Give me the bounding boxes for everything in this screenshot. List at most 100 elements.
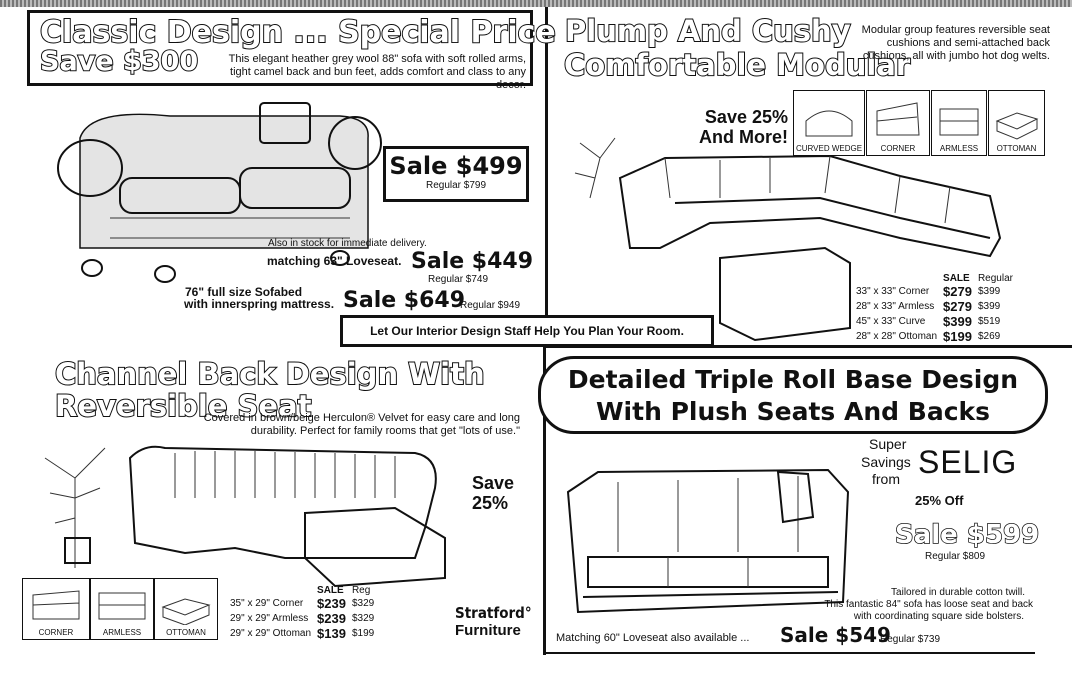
table-row: 29" x 29" Armless $239 $329	[227, 611, 377, 626]
triple-loveseat-sale: Sale $549	[780, 623, 891, 647]
plump-piece-ottoman: OTTOMAN	[988, 90, 1045, 156]
plump-item: 28" x 28" Ottoman	[856, 331, 938, 342]
plump-item: 33" x 33" Corner	[856, 286, 930, 297]
channel-piece-label: ARMLESS	[102, 628, 142, 637]
channel-piece-label: OTTOMAN	[166, 628, 206, 637]
channel-brand-2: Furniture	[455, 622, 521, 639]
plump-regular: $399	[977, 286, 1001, 297]
table-row: 28" x 33" Armless $279 $399	[853, 299, 1016, 314]
triple-description-2: This fantastic 84" sofa has loose seat a…	[824, 599, 1033, 610]
channel-save-1: Save	[472, 473, 515, 493]
classic-sofabed-label-1: 76" full size Sofabed	[185, 285, 303, 299]
channel-headline-2: Reversible Seat	[54, 388, 313, 424]
classic-sofabed-label-2: with innerspring mattress.	[184, 297, 335, 311]
channel-sale: $239	[317, 596, 346, 611]
channel-regular: $199	[351, 628, 375, 639]
table-row: 45" x 33" Curve $399 $519	[853, 314, 1016, 329]
classic-save-amount: Save $300	[39, 45, 199, 78]
channel-piece-ottoman: OTTOMAN	[154, 578, 218, 640]
plump-sale: $279	[943, 284, 972, 299]
table-row: 28" x 28" Ottoman $199 $269	[853, 329, 1016, 344]
plump-sale: $199	[943, 329, 972, 344]
plump-piece-corner: CORNER	[866, 90, 930, 156]
channel-sale-header: SALE	[317, 585, 344, 596]
triple-loveseat-regular: Regular $739	[880, 634, 941, 645]
section-divider	[545, 345, 1072, 348]
classic-loveseat-regular: Regular $749	[428, 274, 489, 285]
classic-sofabed-sale: Sale $649	[343, 288, 466, 313]
triple-headline-box: Detailed Triple Roll Base Design With Pl…	[538, 356, 1048, 434]
plump-headline-2: Comfortable Modular	[563, 47, 911, 83]
classic-stock-note: Also in stock for immediate delivery.	[268, 238, 427, 249]
plump-pieces: CURVED WEDGE CORNER ARMLESS OTTOMAN	[793, 90, 1045, 158]
triple-description-1: Tailored in durable cotton twill.	[891, 587, 1025, 598]
plump-item: 45" x 33" Curve	[856, 316, 926, 327]
channel-price-table: SALE Reg 35" x 29" Corner $239 $329 29" …	[227, 585, 377, 641]
plump-regular-header: Regular	[977, 273, 1013, 284]
plump-regular: $269	[977, 331, 1001, 342]
channel-save-2: 25%	[472, 493, 509, 513]
plump-sale: $279	[943, 299, 972, 314]
table-header-row: SALE Reg	[227, 585, 377, 596]
plump-sale: $399	[943, 314, 972, 329]
classic-headline: Classic Design ... Special Price	[39, 14, 557, 51]
channel-item: 35" x 29" Corner	[230, 598, 304, 609]
plump-piece-label: ARMLESS	[939, 144, 979, 153]
classic-regular-price: Regular $799	[425, 180, 487, 191]
plump-piece-armless: ARMLESS	[931, 90, 987, 156]
plump-item: 28" x 33" Armless	[856, 301, 935, 312]
channel-description: Covered in brown/beige Herculon® Velvet …	[203, 412, 520, 437]
channel-sale: $139	[317, 626, 346, 641]
classic-sofa-illustration	[57, 102, 382, 283]
channel-piece-armless: ARMLESS	[90, 578, 154, 640]
plump-regular: $519	[977, 316, 1001, 327]
classic-sale-price: Sale $499	[389, 152, 523, 180]
triple-sofa-illustration	[566, 468, 850, 614]
classic-loveseat-sale: Sale $449	[411, 249, 534, 274]
triple-loveseat-label: Matching 60" Loveseat also available ...	[556, 632, 750, 644]
triple-discount: 25% Off	[915, 493, 964, 508]
channel-sectional-illustration	[44, 445, 446, 588]
triple-regular-price: Regular $809	[925, 551, 986, 562]
triple-headline-1: Detailed Triple Roll Base Design	[567, 365, 1019, 394]
classic-sofabed-regular: Regular $949	[460, 300, 521, 311]
triple-sale-price: Sale $599	[894, 519, 1040, 551]
triple-brand: SELIG	[918, 444, 1018, 480]
channel-piece-corner: CORNER	[22, 578, 90, 640]
channel-headline-1: Channel Back Design With	[54, 356, 486, 392]
classic-sale-box: Sale $499 Regular $799	[383, 146, 529, 202]
plump-piece-label: OTTOMAN	[996, 144, 1037, 153]
table-header-row: SALE Regular	[853, 273, 1016, 284]
channel-sale: $239	[317, 611, 346, 626]
plump-save: Save 25% And More!	[699, 107, 788, 147]
plump-description: Modular group features reversible seat c…	[861, 24, 1050, 62]
classic-section	[0, 7, 548, 342]
channel-item: 29" x 29" Ottoman	[230, 628, 312, 639]
plump-regular: $399	[977, 301, 1001, 312]
channel-regular: $329	[351, 598, 375, 609]
classic-description: This elegant heather grey wool 88" sofa …	[228, 53, 526, 91]
triple-super-3: from	[872, 471, 900, 487]
triple-super-2: Savings	[861, 454, 911, 470]
channel-item: 29" x 29" Armless	[230, 613, 309, 624]
plump-sale-header: SALE	[943, 273, 970, 284]
classic-headline-box: Classic Design ... Special Price Save $3…	[27, 10, 557, 91]
banner-text: Let Our Interior Design Staff Help You P…	[370, 324, 684, 338]
channel-regular-header: Reg	[351, 585, 371, 596]
triple-super-1: Super	[869, 436, 907, 452]
triple-headline-2: With Plush Seats And Backs	[595, 397, 991, 426]
triple-section-bottom-rule	[545, 652, 1035, 654]
plump-headline-1: Plump And Cushy	[564, 13, 852, 49]
triple-description-3: with coordinating square side bolsters.	[853, 611, 1024, 622]
table-row: 33" x 33" Corner $279 $399	[853, 284, 1016, 299]
channel-regular: $329	[351, 613, 375, 624]
channel-brand-1: Stratford°	[455, 604, 532, 622]
section-divider-vertical	[543, 345, 546, 655]
table-row: 29" x 29" Ottoman $139 $199	[227, 626, 377, 641]
classic-loveseat-label: matching 63" Loveseat.	[267, 254, 402, 268]
scan-edge-strip	[0, 0, 1072, 7]
table-row: 35" x 29" Corner $239 $329	[227, 596, 377, 611]
plump-price-table: SALE Regular 33" x 33" Corner $279 $399 …	[853, 273, 1016, 344]
design-staff-banner: Let Our Interior Design Staff Help You P…	[340, 315, 714, 347]
plump-sectional-illustration	[574, 137, 1002, 342]
